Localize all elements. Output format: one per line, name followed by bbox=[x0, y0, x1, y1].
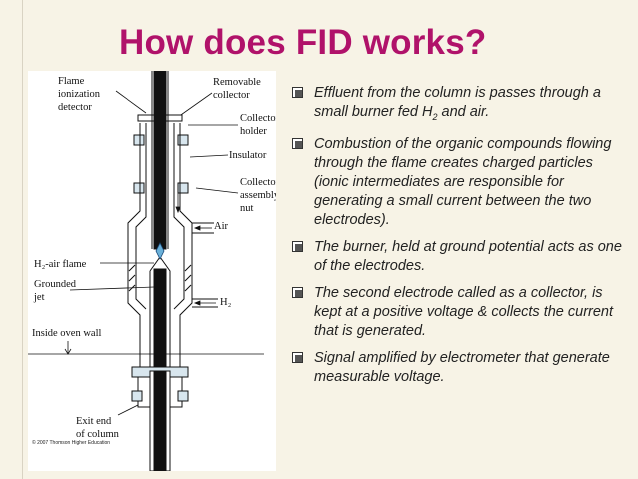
bullet-item: The second electrode called as a collect… bbox=[292, 284, 622, 341]
bullet-item: The burner, held at ground potential act… bbox=[292, 238, 622, 276]
label-flame: H₂-air flame bbox=[34, 259, 87, 270]
leader-lines bbox=[28, 90, 264, 416]
checkbox-bullet-icon bbox=[292, 87, 303, 98]
checkbox-bullet-icon bbox=[292, 137, 303, 149]
label-copyright: © 2007 Thomson Higher Education bbox=[32, 439, 110, 446]
bullet-list: Effluent from the column is passes throu… bbox=[292, 84, 622, 395]
checkbox-bullet-icon bbox=[292, 286, 303, 298]
slide-title: How does FID works? bbox=[119, 23, 487, 62]
label-h2: H₂ bbox=[220, 297, 232, 308]
label-insulator: Insulator bbox=[229, 150, 267, 161]
bullet-item: Signal amplified by electrometer that ge… bbox=[292, 349, 622, 387]
bullet-item: Combustion of the organic compounds flow… bbox=[292, 135, 622, 230]
checkbox-bullet-icon bbox=[292, 240, 303, 252]
label-air: Air bbox=[214, 221, 229, 232]
detector-body bbox=[127, 71, 218, 471]
checkbox-bullet-icon bbox=[292, 351, 303, 363]
label-oven-wall: Inside oven wall bbox=[32, 328, 101, 339]
slide-left-rule bbox=[22, 0, 23, 479]
bullet-item: Effluent from the column is passes throu… bbox=[292, 84, 622, 127]
flow-arrows bbox=[175, 191, 216, 306]
flame-icon bbox=[155, 242, 165, 260]
